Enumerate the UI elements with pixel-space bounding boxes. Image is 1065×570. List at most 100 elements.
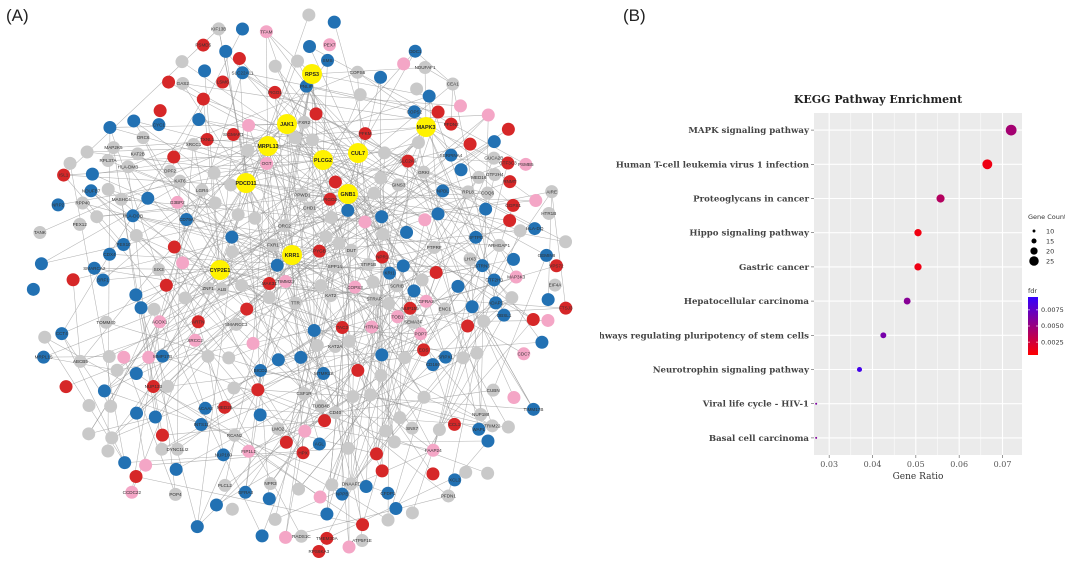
network-node-gray bbox=[379, 424, 393, 438]
network-node-red bbox=[268, 85, 282, 99]
network-node-pink bbox=[348, 280, 362, 294]
network-node-label: GAS2 bbox=[177, 81, 190, 86]
network-edge bbox=[174, 246, 375, 300]
network-node-pink bbox=[365, 320, 379, 334]
network-node-red bbox=[318, 414, 332, 428]
network-edge bbox=[407, 160, 543, 343]
network-node-gray bbox=[288, 131, 302, 145]
network-edge bbox=[277, 141, 495, 266]
network-node-gray bbox=[486, 383, 500, 397]
network-node-pink bbox=[279, 275, 293, 289]
hub-node bbox=[236, 173, 256, 193]
size-legend-label: 10 bbox=[1046, 228, 1054, 236]
network-node-blue bbox=[34, 257, 48, 271]
network-node-pink bbox=[153, 315, 167, 329]
network-edge bbox=[80, 73, 313, 362]
network-edge bbox=[357, 72, 369, 265]
network-node-red bbox=[162, 75, 176, 89]
network-edge bbox=[127, 72, 358, 167]
network-node-blue bbox=[194, 418, 208, 432]
network-node-label: GTF2H4 bbox=[486, 172, 504, 177]
network-node-label: RPP40 bbox=[75, 201, 90, 206]
network-node-gray bbox=[477, 314, 491, 328]
network-node-blue bbox=[422, 89, 436, 103]
network-node-gray bbox=[367, 186, 381, 200]
network-edge bbox=[174, 246, 304, 453]
network-node-blue bbox=[169, 462, 183, 476]
network-node-gray bbox=[129, 228, 143, 242]
network-node-red bbox=[463, 137, 477, 151]
network-node-blue bbox=[134, 301, 148, 315]
network-edge bbox=[335, 111, 439, 413]
network-node-gray bbox=[470, 346, 484, 360]
network-node-red bbox=[191, 315, 205, 329]
network-edge bbox=[123, 357, 176, 495]
network-node-red bbox=[167, 240, 181, 254]
network-node-blue bbox=[444, 148, 458, 162]
network-edge bbox=[425, 126, 477, 238]
network-node-blue bbox=[408, 44, 422, 58]
network-edge bbox=[469, 258, 481, 415]
network-edge bbox=[219, 269, 468, 327]
network-node-gray bbox=[488, 168, 502, 182]
network-node-label: SMARCA2 bbox=[83, 266, 106, 271]
network-node-label: ISL1 bbox=[59, 173, 69, 178]
network-edge bbox=[197, 214, 239, 527]
network-edge bbox=[177, 202, 324, 374]
plot-panel bbox=[814, 113, 1022, 455]
network-edge bbox=[63, 159, 324, 176]
network-node-gray bbox=[178, 291, 192, 305]
network-node-label: SRPX1 bbox=[438, 355, 454, 360]
network-node-blue bbox=[451, 279, 465, 293]
network-node-gray bbox=[314, 279, 328, 293]
network-node-red bbox=[503, 175, 517, 189]
network-node-gray bbox=[328, 259, 342, 273]
network-node-blue bbox=[255, 529, 269, 543]
network-node-label: ARTN bbox=[192, 319, 204, 324]
network-edge bbox=[424, 219, 493, 426]
network-node-gray bbox=[76, 196, 90, 210]
network-node-label: NUP155 bbox=[401, 306, 419, 311]
network-node-label: RNMT bbox=[503, 179, 516, 184]
network-node-gray bbox=[406, 315, 420, 329]
network-node-gray bbox=[328, 406, 342, 420]
network-node-red bbox=[196, 92, 210, 106]
network-node-gray bbox=[463, 252, 477, 266]
network-node-gray bbox=[355, 533, 369, 547]
network-node-blue bbox=[400, 225, 414, 239]
network-node-gray bbox=[175, 55, 189, 69]
network-node-gray bbox=[176, 77, 190, 91]
network-node-gray bbox=[303, 201, 317, 215]
network-node-label: TUBB4B bbox=[312, 404, 330, 409]
network-node-blue bbox=[375, 210, 389, 224]
network-node-gray bbox=[501, 420, 515, 434]
network-nodes bbox=[26, 8, 573, 558]
network-node-red bbox=[461, 319, 475, 333]
network-node-gray bbox=[80, 145, 94, 159]
network-edge bbox=[347, 142, 419, 195]
network-edge bbox=[248, 125, 293, 256]
network-node-label: GTF3C3 bbox=[499, 161, 517, 166]
network-edge bbox=[260, 370, 493, 427]
network-edge bbox=[233, 387, 534, 410]
network-node-label: NRP2 bbox=[52, 203, 65, 208]
network-node-label: LMO2 bbox=[272, 426, 285, 431]
network-node-label: MAP3K3 bbox=[507, 275, 526, 280]
network-node-label: ACOX1 bbox=[152, 319, 168, 324]
network-node-label: STRAP bbox=[366, 297, 381, 302]
network-node-gray bbox=[325, 478, 339, 492]
network-node-blue bbox=[396, 259, 410, 273]
network-node-label: CCL1 bbox=[449, 422, 461, 427]
network-node-pink bbox=[188, 333, 202, 347]
network-node-gray bbox=[225, 245, 239, 259]
network-edge bbox=[406, 161, 409, 233]
data-point bbox=[936, 194, 945, 203]
network-node-gray bbox=[382, 296, 396, 310]
x-tick-label: 0.04 bbox=[864, 460, 882, 469]
hub-node bbox=[338, 184, 358, 204]
network-node-label: HTRA2 bbox=[364, 325, 380, 330]
panel-label-b: (B) bbox=[623, 6, 646, 25]
color-legend-bar bbox=[1028, 297, 1038, 355]
x-tick-label: 0.07 bbox=[994, 460, 1012, 469]
network-node-label: RADS1C bbox=[292, 534, 311, 539]
